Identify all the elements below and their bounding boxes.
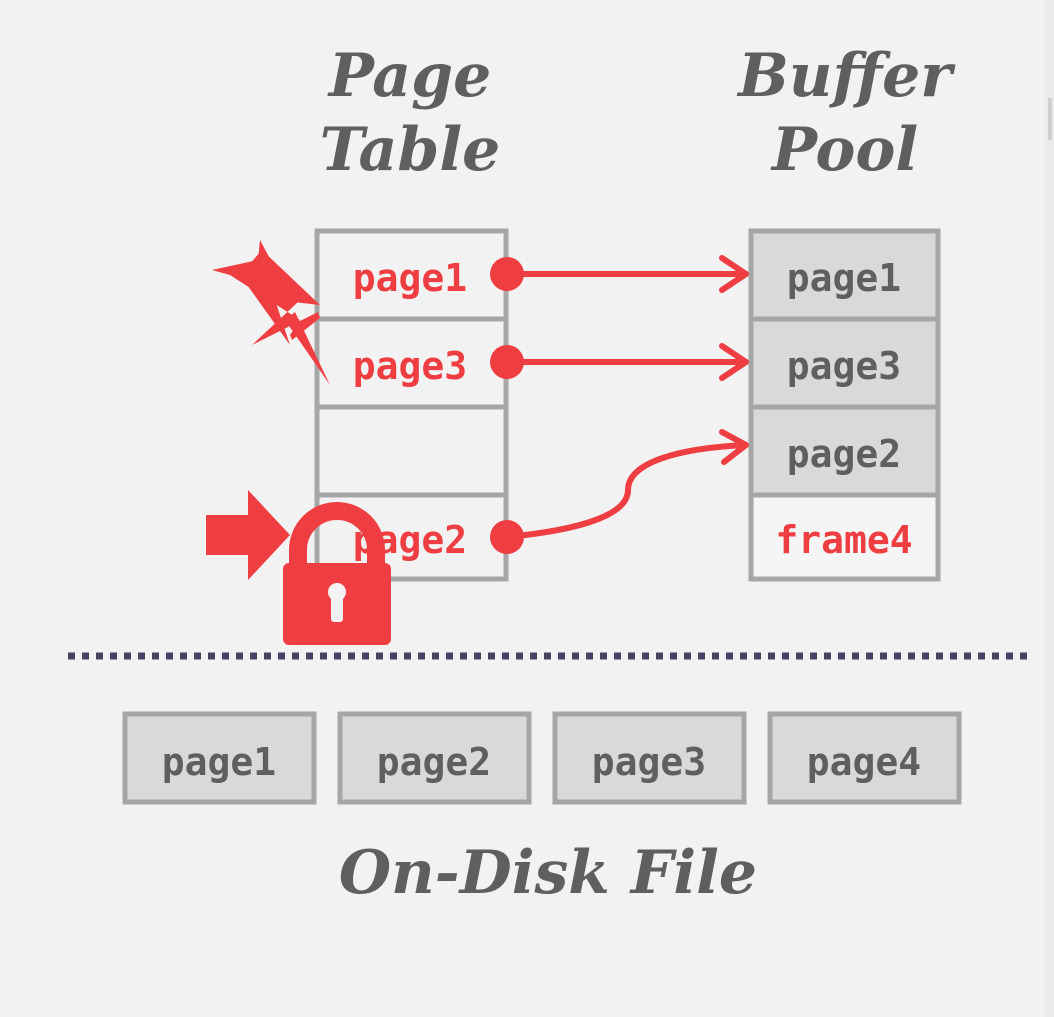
disk-page — [552, 711, 747, 805]
page-table-title-line1: Page — [327, 41, 492, 111]
disk-page — [122, 711, 317, 805]
buffer-frame-label: frame4 — [775, 518, 912, 562]
pointer-arrows — [504, 255, 749, 540]
disk-page-label: page1 — [162, 740, 276, 784]
pointer-origin-dot — [490, 345, 524, 379]
disk-file: page1 page2 page3 page4 — [122, 711, 962, 805]
pointer-origin-dot — [490, 257, 524, 291]
disk-file-title: On-Disk File — [339, 838, 757, 908]
pin-icon — [212, 240, 330, 385]
buffer-pool: page1 page3 page2 frame4 — [748, 228, 941, 582]
page-table-entry: page3 — [353, 344, 467, 388]
scrollbar-track[interactable] — [1044, 0, 1054, 1017]
buffer-pool-title-line2: Pool — [770, 115, 918, 185]
pointer-arrow-page2 — [504, 429, 749, 540]
page-table-entry: page1 — [353, 256, 467, 300]
buffer-frame-label: page3 — [787, 344, 901, 388]
disk-page-label: page3 — [592, 740, 706, 784]
disk-page — [767, 711, 962, 805]
buffer-pool-title-line1: Buffer — [736, 41, 956, 111]
page-table-row — [314, 404, 509, 498]
disk-page — [337, 711, 532, 805]
page-table: page1 page3 page2 — [314, 228, 509, 582]
arrow-right-icon — [206, 490, 290, 580]
buffer-frame-label: page1 — [787, 256, 901, 300]
lock-icon — [283, 502, 391, 645]
disk-page-label: page2 — [377, 740, 491, 784]
buffer-frame-label: page2 — [787, 432, 901, 476]
disk-page-label: page4 — [807, 740, 921, 784]
scrollbar-thumb[interactable] — [1048, 98, 1052, 140]
pointer-origin-dot — [490, 520, 524, 554]
pointer-arrow-page3 — [504, 343, 749, 381]
pointer-arrow-page1 — [504, 255, 749, 293]
page-table-title-line2: Table — [320, 115, 501, 185]
buffer-frame-empty — [748, 492, 941, 582]
